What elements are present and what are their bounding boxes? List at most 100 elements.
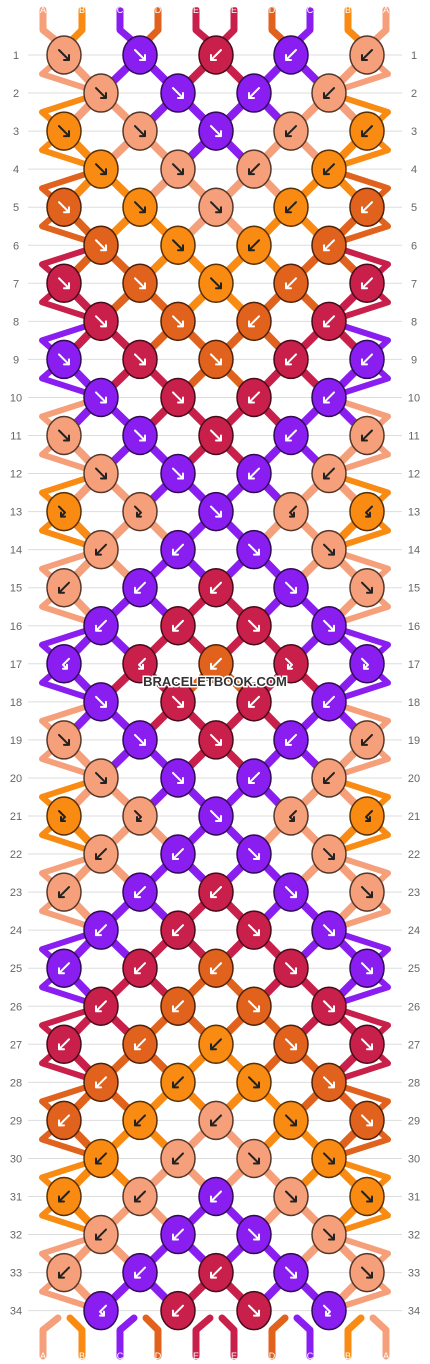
knot [349, 111, 385, 151]
knot [122, 187, 158, 227]
row-number-right: 30 [408, 1153, 420, 1165]
row-number-left: 28 [10, 1077, 22, 1089]
row-number-left: 25 [10, 963, 22, 975]
knot-direction-arrow [134, 1038, 146, 1051]
knot [83, 834, 119, 874]
row-number-right: 22 [408, 849, 420, 861]
knot-direction-arrow [134, 810, 142, 822]
knot-direction-arrow [134, 733, 146, 746]
knot [160, 1138, 196, 1179]
row-number-left: 16 [10, 621, 22, 633]
knot-direction-arrow [172, 848, 184, 861]
knot [198, 948, 234, 988]
knot-grid [46, 35, 385, 1331]
row-number-right: 34 [408, 1306, 420, 1318]
knot [273, 1024, 309, 1065]
knot [273, 872, 309, 912]
knot [160, 301, 196, 342]
knot [122, 1024, 158, 1065]
knot-direction-arrow [361, 1038, 373, 1051]
knot [46, 339, 82, 380]
strand-color-label: A [40, 5, 46, 15]
knot [273, 187, 309, 227]
knot-direction-arrow [210, 1038, 222, 1051]
knot-direction-arrow [323, 1152, 335, 1165]
row-number-left: 12 [10, 469, 22, 481]
knot [236, 453, 272, 494]
knot-direction-arrow [285, 733, 297, 746]
knot [198, 491, 234, 532]
knot [122, 644, 158, 684]
strand-tail [293, 1314, 314, 1360]
knot [46, 1100, 82, 1141]
knot-direction-arrow [248, 848, 260, 861]
knot-direction-arrow [95, 695, 107, 708]
knot-direction-arrow [172, 771, 184, 784]
knot [273, 1252, 309, 1293]
strand-color-label: B [345, 1351, 351, 1361]
row-number-right: 29 [408, 1115, 420, 1127]
knot [83, 910, 119, 950]
knot [160, 910, 196, 950]
knot-direction-arrow [172, 1304, 184, 1317]
knot [122, 567, 158, 608]
knot [198, 35, 234, 75]
knot [273, 263, 309, 304]
knot-direction-arrow [323, 315, 335, 328]
knot [160, 453, 196, 494]
row-number-left: 26 [10, 1001, 22, 1013]
knot-direction-arrow [58, 1190, 70, 1203]
knot-direction-arrow [285, 125, 297, 138]
knot-direction-arrow [134, 1114, 146, 1127]
knot-direction-arrow [95, 467, 107, 480]
knot-direction-arrow [58, 1038, 70, 1051]
row-number-right: 8 [411, 316, 417, 328]
row-number-right: 12 [408, 469, 420, 481]
knot [311, 758, 347, 798]
strand-tail [369, 6, 390, 46]
knot-direction-arrow [323, 1000, 335, 1013]
knot-direction-arrow [210, 201, 222, 214]
knot-direction-arrow [95, 87, 107, 100]
row-number-right: 28 [408, 1077, 420, 1089]
knot-direction-arrow [210, 810, 222, 822]
knot [83, 377, 119, 418]
strand-color-label: A [383, 1351, 389, 1361]
knot-direction-arrow [95, 771, 107, 784]
knot [311, 73, 347, 113]
knot-direction-arrow [58, 429, 70, 442]
row-number-left: 30 [10, 1153, 22, 1165]
strand-tail [192, 1314, 214, 1360]
knot [122, 1100, 158, 1141]
knot-direction-arrow [172, 391, 184, 404]
knot [311, 1138, 347, 1179]
row-number-left: 24 [10, 925, 22, 937]
strand-tail [66, 1314, 86, 1360]
knot-direction-arrow [134, 1266, 146, 1279]
knot [46, 948, 82, 988]
knot [311, 1214, 347, 1255]
knot-direction-arrow [248, 315, 260, 328]
knot-direction-arrow [361, 49, 373, 61]
knot [236, 758, 272, 798]
knot [83, 301, 119, 342]
knot-direction-arrow [285, 201, 297, 214]
knot [46, 187, 82, 227]
knot [46, 1024, 82, 1065]
knot [46, 872, 82, 912]
knot-direction-arrow [210, 277, 222, 290]
knot-direction-arrow [361, 1190, 373, 1203]
knot [198, 415, 234, 456]
knot-direction-arrow [323, 239, 335, 252]
row-number-left: 32 [10, 1230, 22, 1242]
knot [83, 149, 119, 189]
knot-direction-arrow [210, 886, 222, 899]
strand-tail [116, 6, 138, 46]
knot [198, 872, 234, 912]
row-number-left: 1 [13, 50, 19, 62]
knot-direction-arrow [172, 315, 184, 328]
knot [236, 301, 272, 342]
knot-direction-arrow [210, 353, 222, 366]
knot [160, 606, 196, 646]
